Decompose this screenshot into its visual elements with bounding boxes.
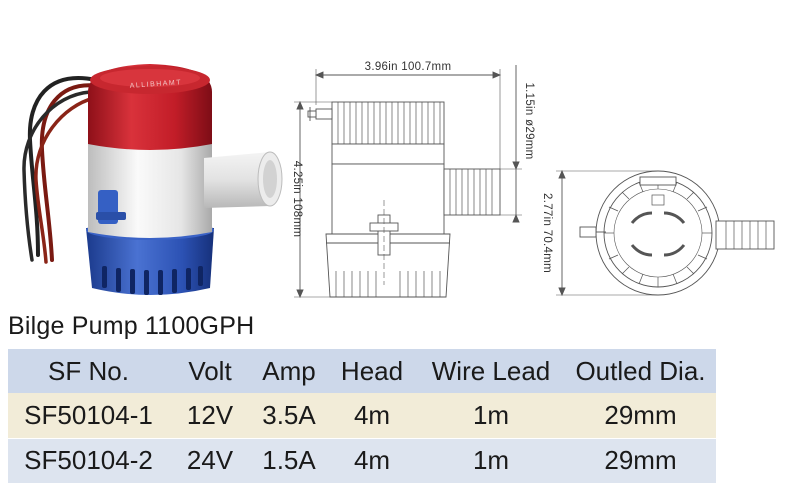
- cell-amp: 1.5A: [251, 437, 327, 483]
- base-dimension-label: 2.77in 70.4mm: [541, 193, 553, 273]
- wire-leads: [22, 76, 102, 264]
- header-outlet-dia: Outled Dia.: [575, 355, 706, 386]
- table-row: SF50104-1 12V 3.5A 4m 1m 29mm: [8, 393, 716, 438]
- cell-sf-no: SF50104-2: [8, 437, 169, 483]
- header-sf-no: SF No.: [48, 355, 129, 386]
- header-amp: Amp: [262, 355, 316, 386]
- cell-volt: 24V: [169, 437, 251, 483]
- cell-head: 4m: [327, 437, 417, 483]
- pump-red-cap: ALLIBHAMT: [88, 64, 212, 150]
- outlet-dimension-line: [500, 65, 522, 223]
- bottom-view-drawing: [579, 170, 775, 296]
- outlet-dimension-label: 1.15in ø29mm: [523, 82, 535, 159]
- pump-white-body: [88, 138, 283, 238]
- cell-wire-lead: 1m: [472, 399, 510, 430]
- cell-amp: 3.5A: [262, 399, 316, 430]
- cell-head: 4m: [353, 399, 391, 430]
- product-title: Bilge Pump 1100GPH: [8, 312, 255, 340]
- height-dimension-label: 4.25in 108mm: [291, 161, 303, 237]
- width-dimension-line: [314, 69, 502, 169]
- table-header-row: SF No. Volt Amp Head Wire Lead Outled Di…: [8, 349, 716, 393]
- header-head: Head: [340, 355, 404, 386]
- height-dimension-line: [294, 100, 332, 299]
- cell-volt: 12V: [186, 399, 234, 430]
- cell-outlet-dia: 29mm: [565, 437, 716, 483]
- spec-table: SF No. Volt Amp Head Wire Lead Outled Di…: [8, 349, 716, 483]
- pump-cap-label: ALLIBHAMT: [130, 79, 183, 90]
- table-row: SF50104-2 24V 1.5A 4m 1m 29mm: [8, 437, 716, 483]
- cell-outlet-dia: 29mm: [604, 399, 677, 430]
- dimension-drawings: 3.96in 100.7mm 4.25in 108mm 1.15in ø29mm…: [291, 61, 775, 299]
- side-view-drawing: [307, 101, 501, 298]
- bilge-pump-photo: ALLIBHAMT: [22, 64, 283, 295]
- base-dimension-line: [556, 169, 658, 297]
- width-dimension-label: 3.96in 100.7mm: [365, 61, 452, 73]
- header-wire-lead: Wire Lead: [431, 355, 551, 386]
- cell-wire-lead: 1m: [417, 437, 565, 483]
- header-volt: Volt: [188, 355, 232, 386]
- cell-sf-no: SF50104-1: [24, 399, 153, 430]
